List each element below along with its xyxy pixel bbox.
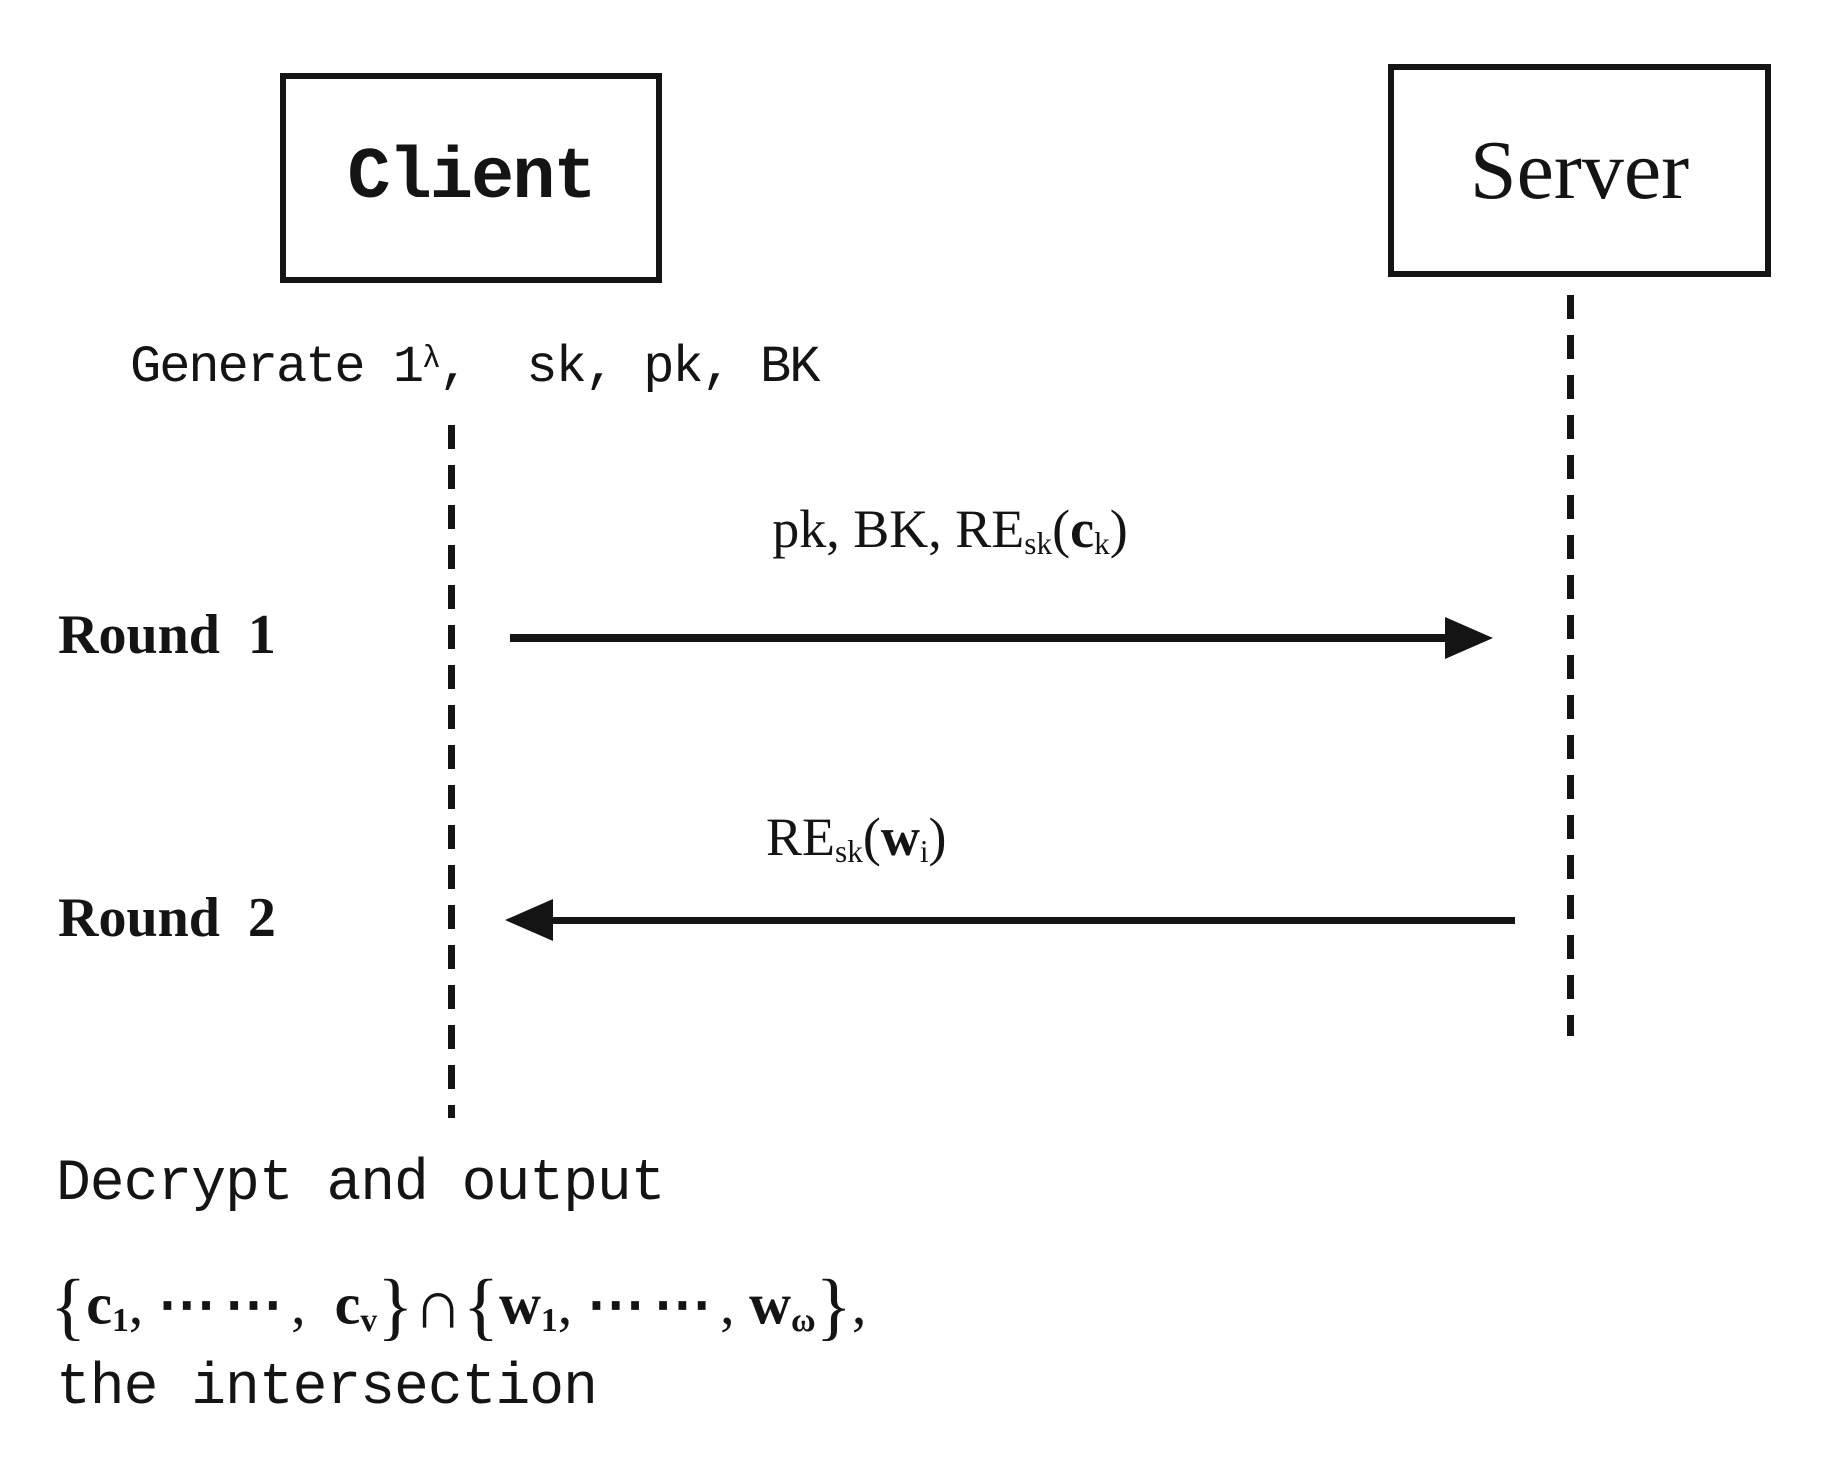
text-segment: w (880, 807, 920, 867)
text-segment: w (499, 1271, 541, 1337)
text-segment: c (1070, 499, 1095, 559)
text-segment: w (749, 1271, 792, 1337)
text-segment: pk, BK, RE (772, 499, 1025, 559)
output-note-line3: the intersection (56, 1356, 598, 1421)
round1-arrowhead-right-icon (1445, 617, 1493, 659)
client-label: Client (347, 137, 596, 219)
text-segment: sk (1024, 525, 1053, 561)
text-segment: ) (928, 807, 947, 867)
server-actor-box: Server (1388, 64, 1771, 277)
text-segment: , (557, 1271, 587, 1337)
text-segment: , (291, 1271, 335, 1337)
client-actor-box: Client (280, 73, 662, 283)
text-segment: c (86, 1271, 112, 1337)
text-segment: ⋯⋯ (157, 1271, 292, 1337)
text-segment: sk (835, 833, 863, 869)
text-segment: ∩ (413, 1266, 463, 1343)
text-segment: k (1094, 525, 1110, 561)
text-segment: c (334, 1271, 361, 1337)
text-segment: , (720, 1271, 750, 1337)
text-segment: { (50, 1265, 87, 1348)
text-segment: i (919, 833, 929, 869)
client-lifeline (448, 425, 455, 1118)
text-segment: , (128, 1271, 158, 1337)
text-segment: 1 (540, 1301, 558, 1339)
text-segment: , sk, pk, BK (438, 338, 821, 397)
text-segment: ⋯⋯ (586, 1271, 721, 1337)
round2-label: Round 2 (58, 887, 276, 949)
text-segment: } (815, 1265, 852, 1348)
output-intersection-formula: {c1, ⋯⋯, cv}∩{w1, ⋯⋯, wω}, (50, 1252, 866, 1361)
text-segment: RE (766, 807, 836, 867)
text-segment: ) (1109, 499, 1128, 559)
text-segment: , (851, 1271, 867, 1337)
server-lifeline (1567, 295, 1574, 1036)
round2-message: REsk(wi) (766, 806, 947, 870)
text-segment: λ (422, 341, 441, 377)
round2-arrowhead-left-icon (505, 899, 553, 941)
text-segment: v (360, 1301, 378, 1339)
text-segment: { (462, 1265, 500, 1348)
round1-arrow (510, 634, 1450, 642)
server-label: Server (1469, 124, 1690, 217)
round1-label: Round 1 (58, 604, 276, 666)
round2-arrow (548, 917, 1515, 924)
text-segment: } (377, 1265, 414, 1348)
round1-message: pk, BK, REsk(ck) (460, 498, 1440, 562)
text-segment: Generate 1 (130, 338, 424, 397)
text-segment: ( (862, 807, 881, 867)
text-segment: ( (1052, 499, 1071, 559)
text-segment: ω (791, 1301, 816, 1339)
client-keygen-note: Generate 1λ, sk, pk, BK (130, 338, 821, 397)
output-note-line1: Decrypt and output (56, 1152, 666, 1217)
text-segment: 1 (111, 1301, 129, 1339)
